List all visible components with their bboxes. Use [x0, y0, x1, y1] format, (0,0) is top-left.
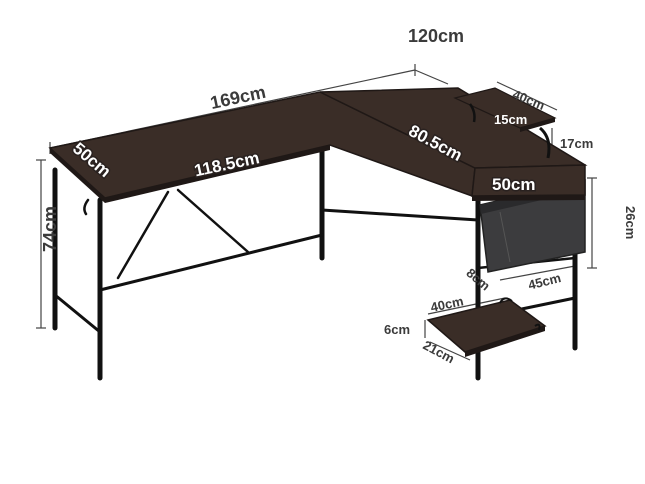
- height-label: 74cm: [40, 206, 60, 252]
- stand-depth-label: 15cm: [494, 112, 527, 127]
- monitor-stand: [453, 87, 557, 159]
- shelf-width-label: 40cm: [429, 293, 465, 315]
- shelf-depth-label: 21cm: [421, 337, 457, 366]
- stand-height-label: 17cm: [560, 136, 593, 151]
- bag-height-label: 26cm: [623, 206, 638, 239]
- depth-right-label: 50cm: [492, 175, 535, 194]
- shelf-height-label: 6cm: [384, 322, 410, 337]
- dimension-guides: [36, 64, 597, 361]
- lower-shelf: [426, 297, 547, 357]
- desktop-top: [48, 87, 588, 203]
- side-length-label: 120cm: [408, 26, 464, 46]
